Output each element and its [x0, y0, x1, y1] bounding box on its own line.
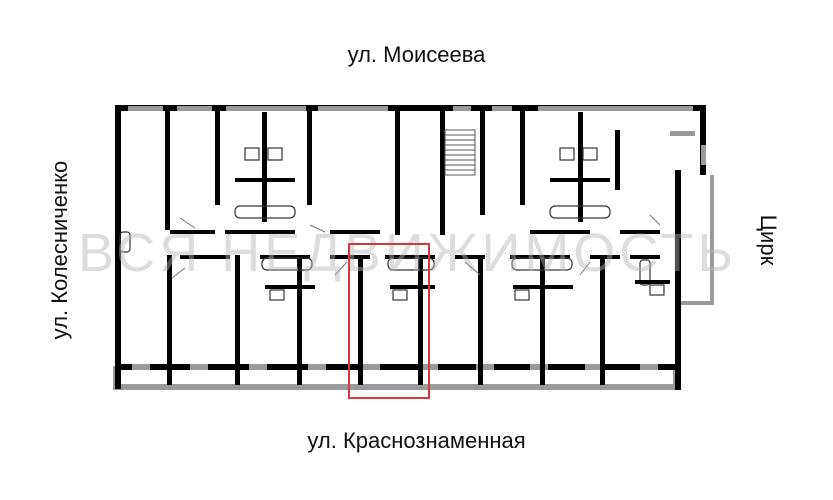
counters: [235, 178, 670, 289]
partition-walls: [165, 105, 620, 385]
street-label-top: ул. Моисеева: [347, 42, 486, 67]
door-swings: [171, 214, 661, 279]
staircase: [444, 129, 476, 176]
corridor-walls: [170, 230, 660, 259]
bathroom-fixtures: [119, 147, 665, 301]
selected-apartment-highlight[interactable]: [348, 243, 430, 399]
outer-wall-left: [115, 105, 121, 389]
windows-top: [128, 106, 706, 165]
street-label-bottom: ул. Краснознаменная: [307, 428, 526, 453]
outer-wall-right: [675, 170, 681, 390]
outer-wall-top: [115, 105, 706, 111]
